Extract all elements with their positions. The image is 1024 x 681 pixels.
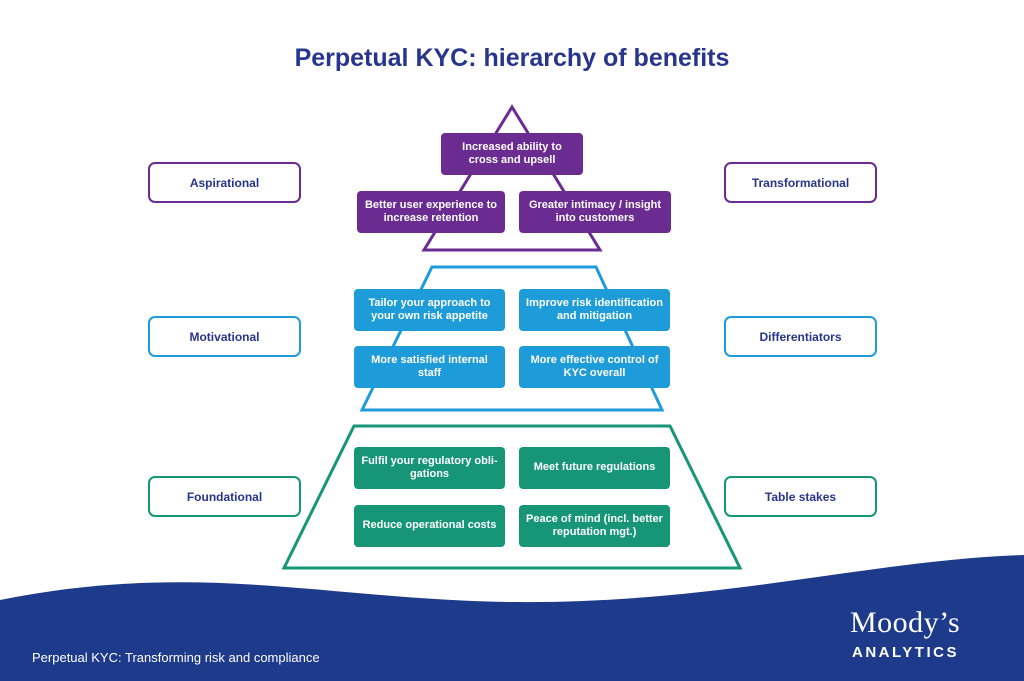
box-peace-of-mind: Peace of mind (incl. better reputation m… — [519, 505, 670, 547]
tier-bottom-outline — [281, 424, 743, 570]
label-transformational: Transformational — [724, 162, 877, 203]
label-motivational: Motivational — [148, 316, 301, 357]
tier-top-outline — [421, 104, 603, 252]
box-customer-intimacy: Greater intimacy / insight into customer… — [519, 191, 671, 233]
box-future-regulations: Meet future regulations — [519, 447, 670, 489]
moodys-logo: Moody’s — [850, 606, 961, 639]
box-risk-identification: Improve risk identification and mitigati… — [519, 289, 670, 331]
footer-wave — [0, 555, 1024, 681]
box-user-experience: Better user experience to increase reten… — [357, 191, 505, 233]
analytics-logo-text: ANALYTICS — [852, 644, 959, 661]
box-cross-upsell: Increased ability to cross and upsell — [441, 133, 583, 175]
label-table-stakes: Table stakes — [724, 476, 877, 517]
label-differentiators: Differentiators — [724, 316, 877, 357]
box-satisfied-staff: More satisfied internal staff — [354, 346, 505, 388]
box-kyc-control: More effective control of KYC overall — [519, 346, 670, 388]
label-foundational: Foundational — [148, 476, 301, 517]
box-regulatory-obligations: Fulfil your regulatory obli-gations — [354, 447, 505, 489]
box-tailor-approach: Tailor your approach to your own risk ap… — [354, 289, 505, 331]
box-operational-costs: Reduce operational costs — [354, 505, 505, 547]
page-title: Perpetual KYC: hierarchy of benefits — [294, 44, 730, 72]
label-aspirational: Aspirational — [148, 162, 301, 203]
footer-caption: Perpetual KYC: Transforming risk and com… — [32, 650, 320, 665]
